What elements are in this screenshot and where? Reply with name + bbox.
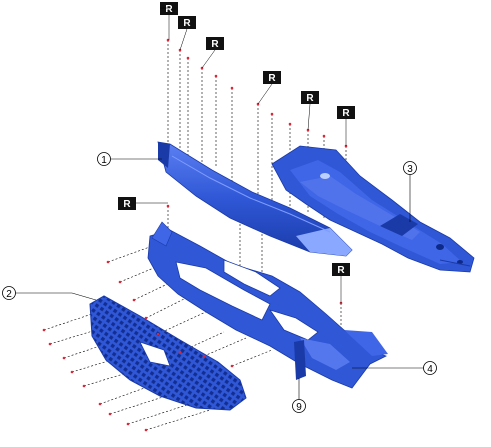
svg-text:R: R	[306, 93, 314, 104]
svg-text:R: R	[165, 4, 173, 15]
svg-text:9: 9	[296, 402, 302, 413]
replace-marker-3: R	[206, 37, 224, 50]
callout-4: 4	[352, 361, 437, 375]
svg-text:2: 2	[6, 289, 12, 300]
fastener-markers	[42, 38, 348, 432]
callout-2: 2	[2, 286, 97, 301]
svg-text:1: 1	[101, 155, 107, 166]
callout-3: 3	[403, 161, 417, 222]
part-4-radiator-frame	[147, 221, 388, 389]
replace-marker-5: R	[301, 91, 319, 104]
replace-marker-1: R	[160, 2, 178, 15]
svg-text:R: R	[342, 108, 350, 119]
replace-marker-2: R	[178, 16, 196, 29]
part-2-front-grille	[89, 295, 247, 411]
part-3-upper-panel	[271, 145, 475, 273]
svg-text:R: R	[183, 18, 191, 29]
replace-marker-4: R	[263, 71, 281, 84]
part-1-upper-cover	[157, 141, 353, 257]
svg-text:R: R	[337, 265, 345, 276]
svg-text:R: R	[268, 73, 276, 84]
svg-text:4: 4	[427, 364, 433, 375]
replace-marker-6: R	[337, 106, 355, 119]
callout-9: 9	[292, 378, 306, 413]
callout-1: 1	[97, 152, 162, 166]
svg-text:3: 3	[407, 164, 413, 175]
svg-text:R: R	[123, 199, 131, 210]
replace-leaders	[168, 15, 347, 303]
replace-marker-8: R	[332, 263, 350, 276]
svg-text:R: R	[211, 39, 219, 50]
replace-marker-7: R	[118, 197, 168, 210]
